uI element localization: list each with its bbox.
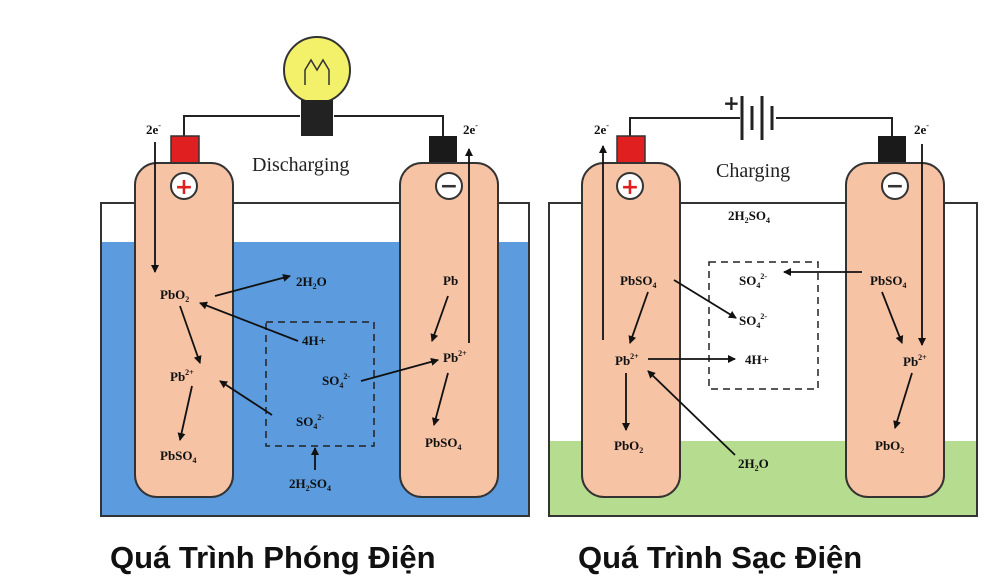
charge-pbo2-left: PbO2 — [614, 438, 643, 455]
discharge-so4-a: SO42- — [322, 372, 350, 390]
charge-electrons-right: 2e- — [914, 121, 929, 137]
discharge-so4-b: SO42- — [296, 413, 324, 431]
discharge-h2so4: 2H2SO4 — [289, 476, 331, 493]
discharge-pbo2: PbO2 — [160, 287, 189, 304]
discharge-positive-terminal — [170, 135, 200, 164]
svg-text:+: + — [621, 175, 639, 200]
discharge-pb: Pb — [443, 273, 458, 288]
charging-panel: + Charging + − 2e- 2e- 2H2SO4 PbSO4 SO42… — [548, 91, 978, 517]
charge-wire — [629, 117, 893, 136]
light-bulb-icon — [283, 36, 351, 136]
discharge-reaction-box — [265, 321, 375, 447]
charge-positive-plate — [581, 162, 681, 498]
charge-h2so4: 2H2SO4 — [728, 208, 770, 225]
charge-so4-a: SO42- — [739, 272, 767, 290]
svg-text:−: − — [886, 174, 904, 199]
minus-icon: − — [881, 172, 909, 200]
discharge-pb2-right: Pb2+ — [443, 349, 467, 365]
charge-arrows — [599, 144, 926, 456]
charge-negative-plate — [845, 162, 945, 498]
charge-tank — [548, 202, 978, 517]
charge-pb2-right: Pb2+ — [903, 353, 927, 369]
discharge-4h: 4H+ — [302, 333, 326, 348]
discharge-positive-plate — [134, 162, 234, 498]
discharge-pb2-left: Pb2+ — [170, 368, 194, 384]
discharge-process-label: Discharging — [252, 154, 349, 176]
discharging-panel: Discharging + − 2e- 2e- PbO2 2H2O 4H+ Pb… — [100, 36, 530, 517]
battery-icon: + — [723, 91, 774, 140]
charge-reaction-box — [708, 261, 819, 390]
discharge-arrows — [151, 142, 473, 470]
discharge-wire — [183, 115, 444, 136]
charge-pbo2-right: PbO2 — [875, 438, 904, 455]
svg-text:−: − — [440, 174, 458, 199]
discharge-electrons-left: 2e- — [146, 121, 161, 137]
charge-pbso4-left: PbSO4 — [620, 273, 657, 290]
charge-electrons-left: 2e- — [594, 121, 609, 137]
charge-h2o: 2H2O — [738, 456, 769, 473]
discharge-h2o: 2H2O — [296, 274, 327, 291]
discharge-negative-terminal — [429, 136, 457, 163]
discharge-pbso4-left: PbSO4 — [160, 448, 197, 465]
charge-so4-b: SO42- — [739, 312, 767, 330]
discharge-negative-plate — [399, 162, 499, 498]
minus-icon: − — [435, 172, 463, 200]
discharge-pbso4-right: PbSO4 — [425, 435, 462, 452]
charge-process-label: Charging — [716, 160, 790, 182]
charge-caption: Quá Trình Sạc Điện — [578, 540, 862, 575]
discharge-caption: Quá Trình Phóng Điện — [110, 540, 436, 575]
charge-positive-terminal — [616, 135, 646, 164]
charge-pb2-left: Pb2+ — [615, 352, 639, 368]
discharge-electrons-right: 2e- — [463, 121, 478, 137]
plus-icon: + — [616, 172, 644, 200]
svg-text:+: + — [175, 175, 193, 200]
discharge-tank — [100, 202, 530, 517]
charge-pbso4-right: PbSO4 — [870, 273, 907, 290]
charge-negative-terminal — [878, 136, 906, 163]
battery-plus-label: + — [723, 91, 740, 115]
charge-4h: 4H+ — [745, 352, 769, 367]
plus-icon: + — [170, 172, 198, 200]
